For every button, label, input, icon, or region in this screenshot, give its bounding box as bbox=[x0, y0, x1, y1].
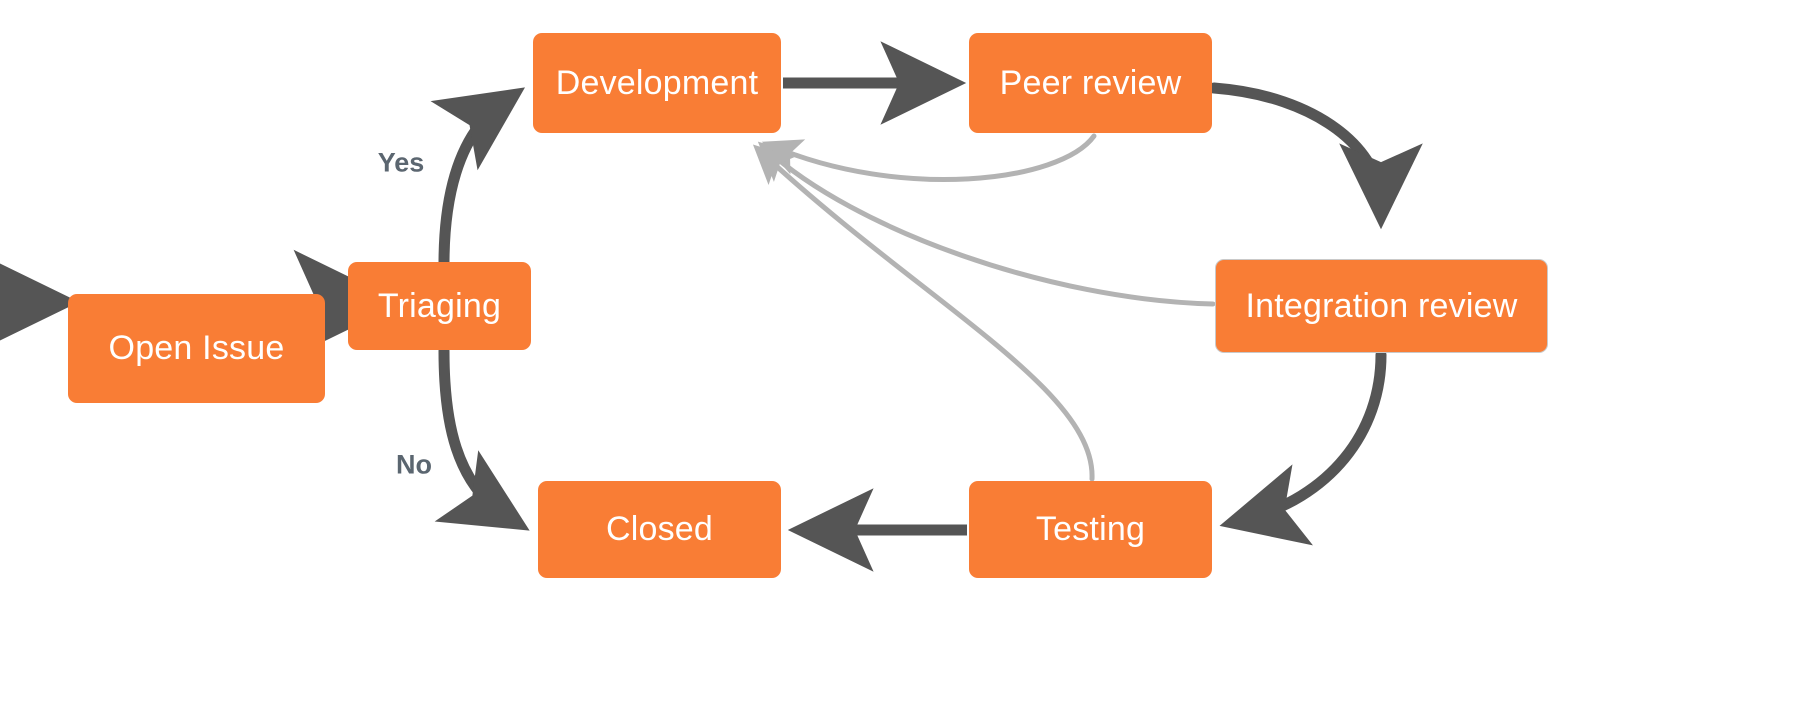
node-label-testing: Testing bbox=[1035, 510, 1146, 548]
edge-label-yes: Yes bbox=[377, 147, 425, 178]
node-label-development: Development bbox=[555, 63, 759, 102]
edge-triaging-to-closed bbox=[434, 345, 530, 531]
node-development[interactable]: Development bbox=[533, 33, 781, 133]
node-peer-review[interactable]: Peer review bbox=[969, 33, 1212, 133]
edge-label-no: No bbox=[396, 449, 432, 480]
node-label-peer-review: Peer review bbox=[999, 63, 1182, 102]
edge-testing-to-development bbox=[752, 144, 1095, 482]
node-label-triaging: Triaging bbox=[377, 286, 502, 325]
edge-triaging-to-development bbox=[430, 87, 525, 270]
node-closed[interactable]: Closed bbox=[538, 481, 781, 578]
edge-peer-review-to-integration-review bbox=[1208, 82, 1423, 230]
node-label-closed: Closed bbox=[605, 510, 714, 548]
node-label-open-issue: Open Issue bbox=[108, 329, 285, 367]
node-label-integration-review: Integration review bbox=[1245, 286, 1518, 325]
node-testing[interactable]: Testing bbox=[969, 481, 1212, 578]
node-integration-review[interactable]: Integration review bbox=[1215, 259, 1548, 353]
node-triaging[interactable]: Triaging bbox=[348, 262, 531, 350]
node-open-issue[interactable]: Open Issue bbox=[68, 294, 325, 403]
edge-integration-review-to-development bbox=[757, 141, 1216, 307]
edge-peer-review-to-development bbox=[761, 133, 1097, 183]
edge-integration-review-to-testing bbox=[1219, 349, 1387, 546]
